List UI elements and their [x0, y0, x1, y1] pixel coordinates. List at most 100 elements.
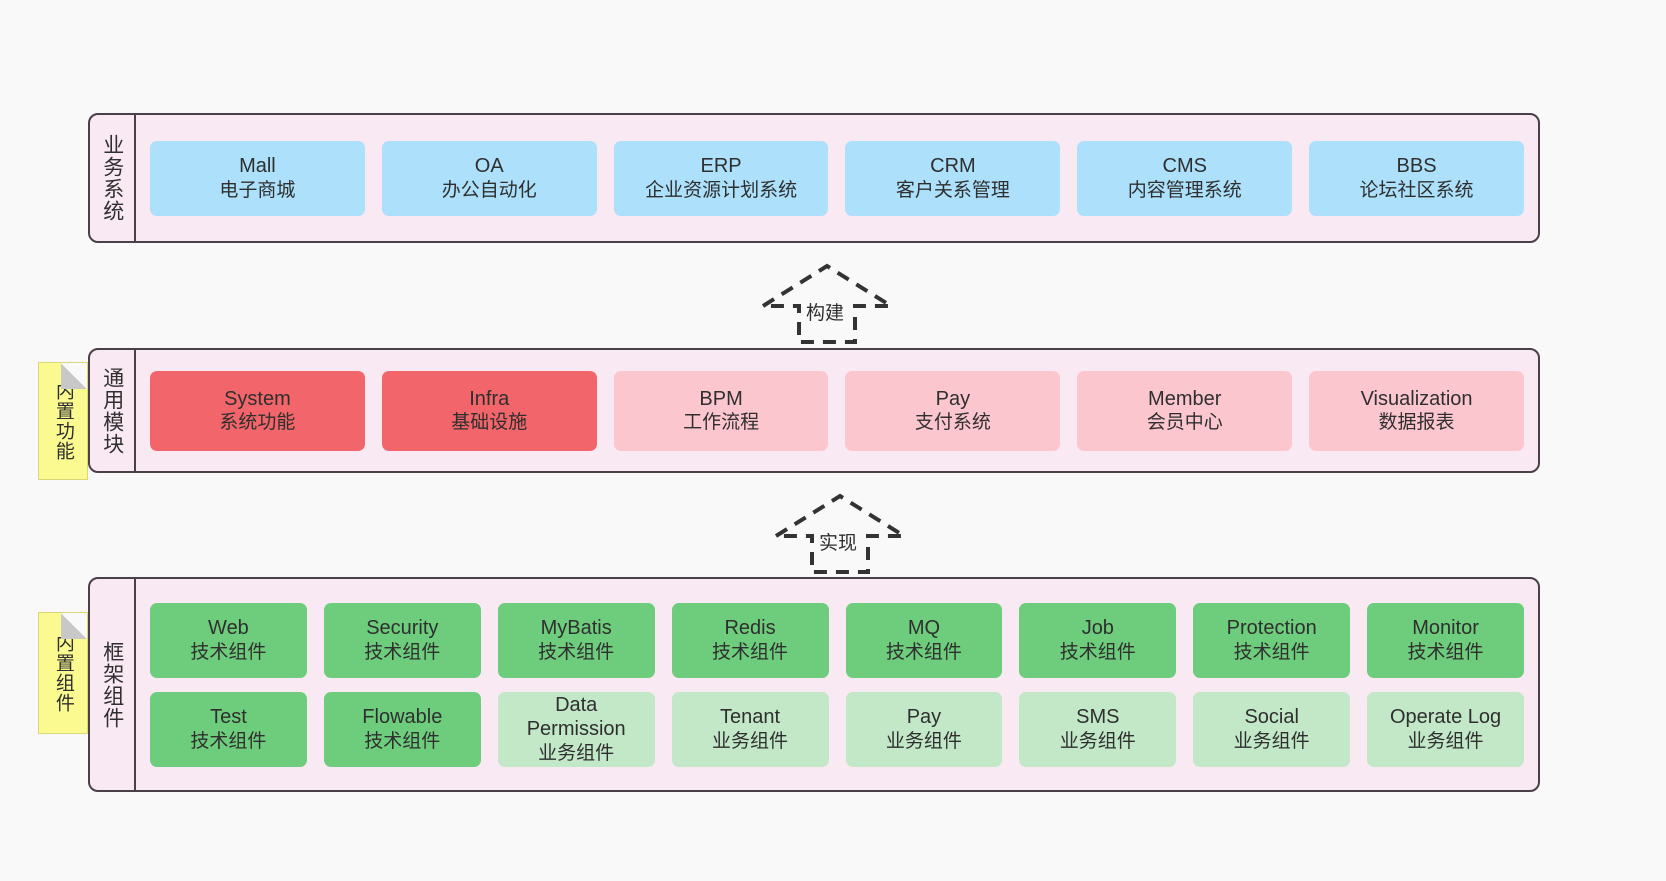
card-title: Flowable [362, 706, 443, 729]
card-subtitle: 业务组件 [712, 730, 789, 752]
module-card-protection[interactable]: Protection 技术组件 [1193, 602, 1351, 678]
card-title: Job [1081, 617, 1114, 640]
card-row: Mall 电子商城 OA 办公自动化 ERP 企业资源计划系统 CRM 客户关系… [150, 140, 1524, 216]
card-title: Web [208, 617, 249, 640]
card-title: CMS [1162, 155, 1207, 178]
card-subtitle: 技术组件 [1407, 641, 1484, 663]
module-card-visualization[interactable]: Visualization 数据报表 [1309, 370, 1524, 451]
card-subtitle: 数据报表 [1378, 412, 1455, 434]
layer-business-systems[interactable]: 业务系统 Mall 电子商城 OA 办公自动化 ERP 企业资源计划系统 CRM… [88, 113, 1540, 243]
module-card-web[interactable]: Web 技术组件 [150, 602, 307, 678]
card-subtitle: 内容管理系统 [1127, 179, 1242, 201]
card-subtitle: 业务组件 [1407, 730, 1484, 752]
card-subtitle: 技术组件 [190, 641, 267, 663]
card-subtitle: 业务组件 [1059, 730, 1136, 752]
card-title: Member [1148, 387, 1222, 410]
sticky-note-label: 内置组件 [52, 633, 74, 713]
module-card-member[interactable]: Member 会员中心 [1077, 370, 1293, 451]
module-card-mq[interactable]: MQ 技术组件 [845, 602, 1003, 678]
card-title: Pay [906, 706, 942, 729]
card-subtitle: 工作流程 [683, 412, 760, 434]
module-card-mall[interactable]: Mall 电子商城 [150, 140, 365, 216]
module-card-pay[interactable]: Pay 支付系统 [845, 370, 1061, 451]
module-card-mybatis[interactable]: MyBatis 技术组件 [497, 602, 655, 678]
module-card-system[interactable]: System 系统功能 [150, 370, 365, 451]
module-card-data-permission[interactable]: Data Permission 业务组件 [497, 691, 655, 767]
card-title: ERP [700, 155, 742, 178]
card-title: Data Permission [526, 694, 626, 741]
card-title: Visualization [1360, 387, 1473, 410]
module-card-sms[interactable]: SMS 业务组件 [1019, 691, 1177, 767]
connector-build: 构建 [755, 258, 905, 346]
card-title: BPM [699, 387, 743, 410]
card-row: System 系统功能 Infra 基础设施 BPM 工作流程 Pay 支付系统… [150, 370, 1524, 451]
card-subtitle: 企业资源计划系统 [645, 179, 798, 201]
module-card-social[interactable]: Social 业务组件 [1193, 691, 1351, 767]
card-title: Infra [469, 387, 510, 410]
card-subtitle: 技术组件 [1233, 641, 1310, 663]
card-subtitle: 论坛社区系统 [1359, 179, 1474, 201]
card-subtitle: 技术组件 [364, 641, 441, 663]
card-subtitle: 支付系统 [914, 412, 991, 434]
layer-common-modules[interactable]: 通用模块 System 系统功能 Infra 基础设施 BPM 工作流程 Pay… [88, 348, 1540, 473]
layer-body-framework: Web 技术组件 Security 技术组件 MyBatis 技术组件 Redi… [136, 579, 1538, 790]
sticky-note-label: 内置功能 [52, 381, 74, 461]
card-title: Tenant [720, 706, 781, 729]
module-card-infra[interactable]: Infra 基础设施 [381, 370, 597, 451]
sticky-note-builtin-functions[interactable]: 内置功能 [38, 362, 88, 480]
card-title: Security [366, 617, 439, 640]
card-title: Test [210, 706, 247, 729]
card-subtitle: 技术组件 [712, 641, 789, 663]
module-card-erp[interactable]: ERP 企业资源计划系统 [613, 140, 829, 216]
module-card-test[interactable]: Test 技术组件 [150, 691, 307, 767]
layer-title-business: 业务系统 [90, 115, 136, 241]
connector-label-build: 构建 [806, 303, 845, 324]
module-card-redis[interactable]: Redis 技术组件 [671, 602, 829, 678]
module-card-pay-business[interactable]: Pay 业务组件 [845, 691, 1003, 767]
card-title: MQ [907, 617, 941, 640]
card-subtitle: 业务组件 [1233, 730, 1310, 752]
card-subtitle: 技术组件 [538, 641, 615, 663]
module-card-tenant[interactable]: Tenant 业务组件 [671, 691, 829, 767]
module-card-monitor[interactable]: Monitor 技术组件 [1367, 602, 1524, 678]
card-title: BBS [1396, 155, 1437, 178]
card-subtitle: 技术组件 [885, 641, 962, 663]
layer-framework-components[interactable]: 框架组件 Web 技术组件 Security 技术组件 MyBatis 技术组件… [88, 577, 1540, 792]
layer-body-common: System 系统功能 Infra 基础设施 BPM 工作流程 Pay 支付系统… [136, 350, 1538, 471]
module-card-job[interactable]: Job 技术组件 [1019, 602, 1177, 678]
connector-label-implement: 实现 [819, 533, 858, 554]
module-card-bpm[interactable]: BPM 工作流程 [613, 370, 829, 451]
card-subtitle: 基础设施 [451, 412, 528, 434]
module-card-operate-log[interactable]: Operate Log 业务组件 [1367, 691, 1524, 767]
module-card-security[interactable]: Security 技术组件 [323, 602, 481, 678]
card-title: SMS [1076, 706, 1120, 729]
module-card-bbs[interactable]: BBS 论坛社区系统 [1309, 140, 1524, 216]
card-title: System [224, 387, 291, 410]
card-title: CRM [930, 155, 976, 178]
card-title: Operate Log [1389, 706, 1502, 729]
card-subtitle: 会员中心 [1146, 412, 1223, 434]
card-title: Protection [1226, 617, 1317, 640]
layer-title-common: 通用模块 [90, 350, 136, 471]
layer-body-business: Mall 电子商城 OA 办公自动化 ERP 企业资源计划系统 CRM 客户关系… [136, 115, 1538, 241]
module-card-flowable[interactable]: Flowable 技术组件 [323, 691, 481, 767]
connector-implement: 实现 [768, 488, 918, 576]
card-subtitle: 业务组件 [885, 730, 962, 752]
card-title: Mall [239, 155, 276, 178]
sticky-note-builtin-components[interactable]: 内置组件 [38, 612, 88, 734]
card-subtitle: 系统功能 [219, 412, 296, 434]
card-subtitle: 办公自动化 [441, 179, 537, 201]
card-subtitle: 电子商城 [219, 179, 296, 201]
card-title: Social [1244, 706, 1299, 729]
card-subtitle: 技术组件 [364, 730, 441, 752]
card-subtitle: 技术组件 [1059, 641, 1136, 663]
card-title: Monitor [1412, 617, 1479, 640]
card-subtitle: 技术组件 [190, 730, 267, 752]
module-card-oa[interactable]: OA 办公自动化 [381, 140, 597, 216]
card-title: Pay [935, 387, 971, 410]
card-title: MyBatis [540, 617, 612, 640]
module-card-cms[interactable]: CMS 内容管理系统 [1077, 140, 1293, 216]
card-row: Test 技术组件 Flowable 技术组件 Data Permission … [150, 691, 1524, 767]
generalization-arrow-icon [769, 493, 911, 574]
module-card-crm[interactable]: CRM 客户关系管理 [845, 140, 1061, 216]
